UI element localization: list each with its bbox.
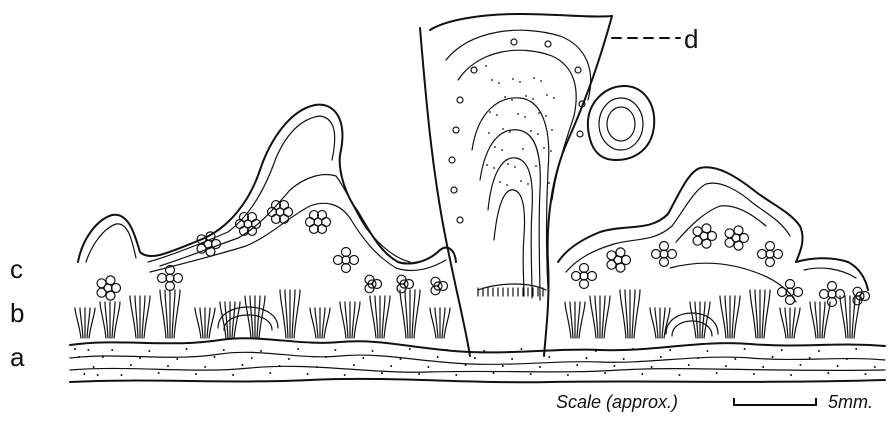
column-fan (810, 302, 830, 338)
nodule-cluster (693, 224, 716, 248)
nodule-cluster (778, 280, 803, 305)
column-fan (280, 290, 300, 338)
label-b: b (10, 298, 24, 329)
central-column-d (420, 14, 680, 356)
column-fan (720, 296, 740, 338)
nodule-cluster (97, 276, 120, 300)
left-mound-outline (78, 105, 456, 264)
layer-a-laminae (70, 338, 885, 382)
column-fan (565, 302, 585, 338)
detached-nodule (588, 86, 654, 160)
column-fan (100, 302, 120, 338)
column-fan (400, 290, 420, 338)
nodule-cluster (431, 277, 448, 295)
nodule-cluster (365, 275, 382, 293)
column-fan (690, 302, 710, 338)
column-fan (780, 308, 800, 338)
label-d: d (684, 24, 698, 55)
column-fan (840, 296, 860, 338)
column-fan (160, 290, 180, 338)
scale-value: 5mm. (828, 392, 873, 413)
column-fan (620, 290, 640, 338)
column-fan (590, 296, 610, 338)
scale-caption: Scale (approx.) (556, 392, 678, 413)
nodule-cluster (725, 226, 748, 250)
column-fan (370, 296, 390, 338)
column-fan (750, 290, 770, 338)
nodule-cluster (572, 264, 597, 289)
scale-bar (733, 398, 817, 406)
column-fan (75, 308, 95, 338)
column-fan (130, 296, 150, 338)
nodule-cluster (334, 248, 359, 273)
column-fan (195, 308, 215, 338)
nodule-cluster (758, 242, 783, 267)
nodule-cluster (306, 211, 331, 234)
layer-b-columns (75, 288, 860, 338)
nodule-cluster (607, 248, 630, 272)
column-fan (340, 302, 360, 338)
column-fan (430, 308, 450, 338)
nodule-cluster (652, 242, 677, 267)
column-fan (650, 308, 670, 338)
right-mound-outline (558, 167, 868, 290)
label-a: a (10, 342, 24, 373)
label-c: c (10, 254, 23, 285)
column-fan (310, 308, 330, 338)
